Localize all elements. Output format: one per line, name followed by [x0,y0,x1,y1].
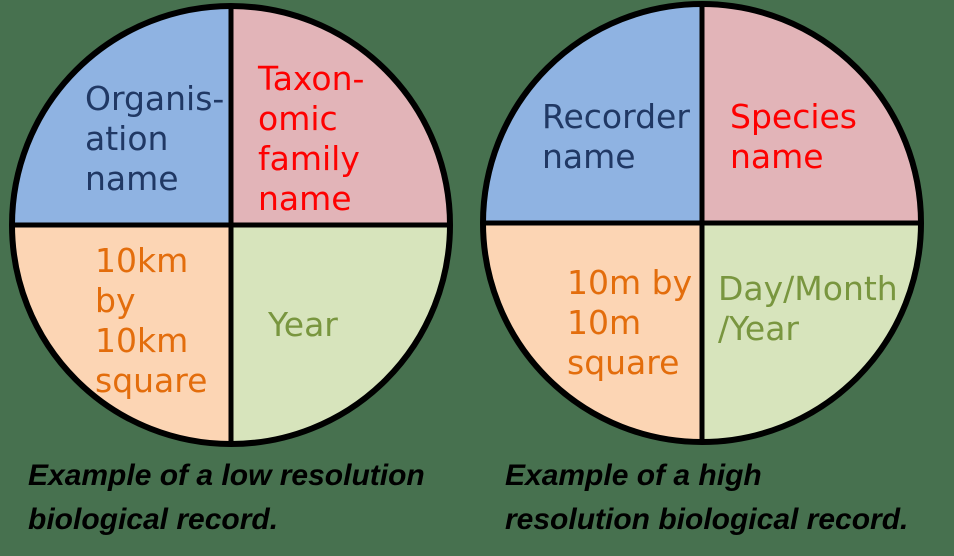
high-res-record-diagram: Recorder name Species name 10m by 10m sq… [480,1,924,445]
quadrant-label-year: Year [268,305,338,344]
quadrant-label-organisation-name: Organis- ation name [85,79,225,198]
quadrant-label-recorder-name: Recorder name [542,97,690,176]
quadrant-label-10km-square: 10km by 10km square [95,241,208,400]
quadrant-year [228,222,453,447]
high-res-record-pie [480,1,924,445]
low-res-record-diagram: Organis- ation name Taxon- omic family n… [9,3,453,447]
quadrant-label-10m-square: 10m by 10m square [567,263,693,382]
quadrant-label-day-month-year: Day/Month /Year [718,269,898,348]
circle-outline [9,3,453,447]
circle-outline [480,1,924,445]
quadrant-label-species-name: Species name [730,97,858,176]
caption-high-res: Example of a high resolution biological … [505,459,909,536]
caption-low-res: Example of a low resolution biological r… [28,459,425,536]
low-res-record-pie [9,3,453,447]
quadrant-label-taxonomic-family-name: Taxon- omic family name [258,59,365,218]
